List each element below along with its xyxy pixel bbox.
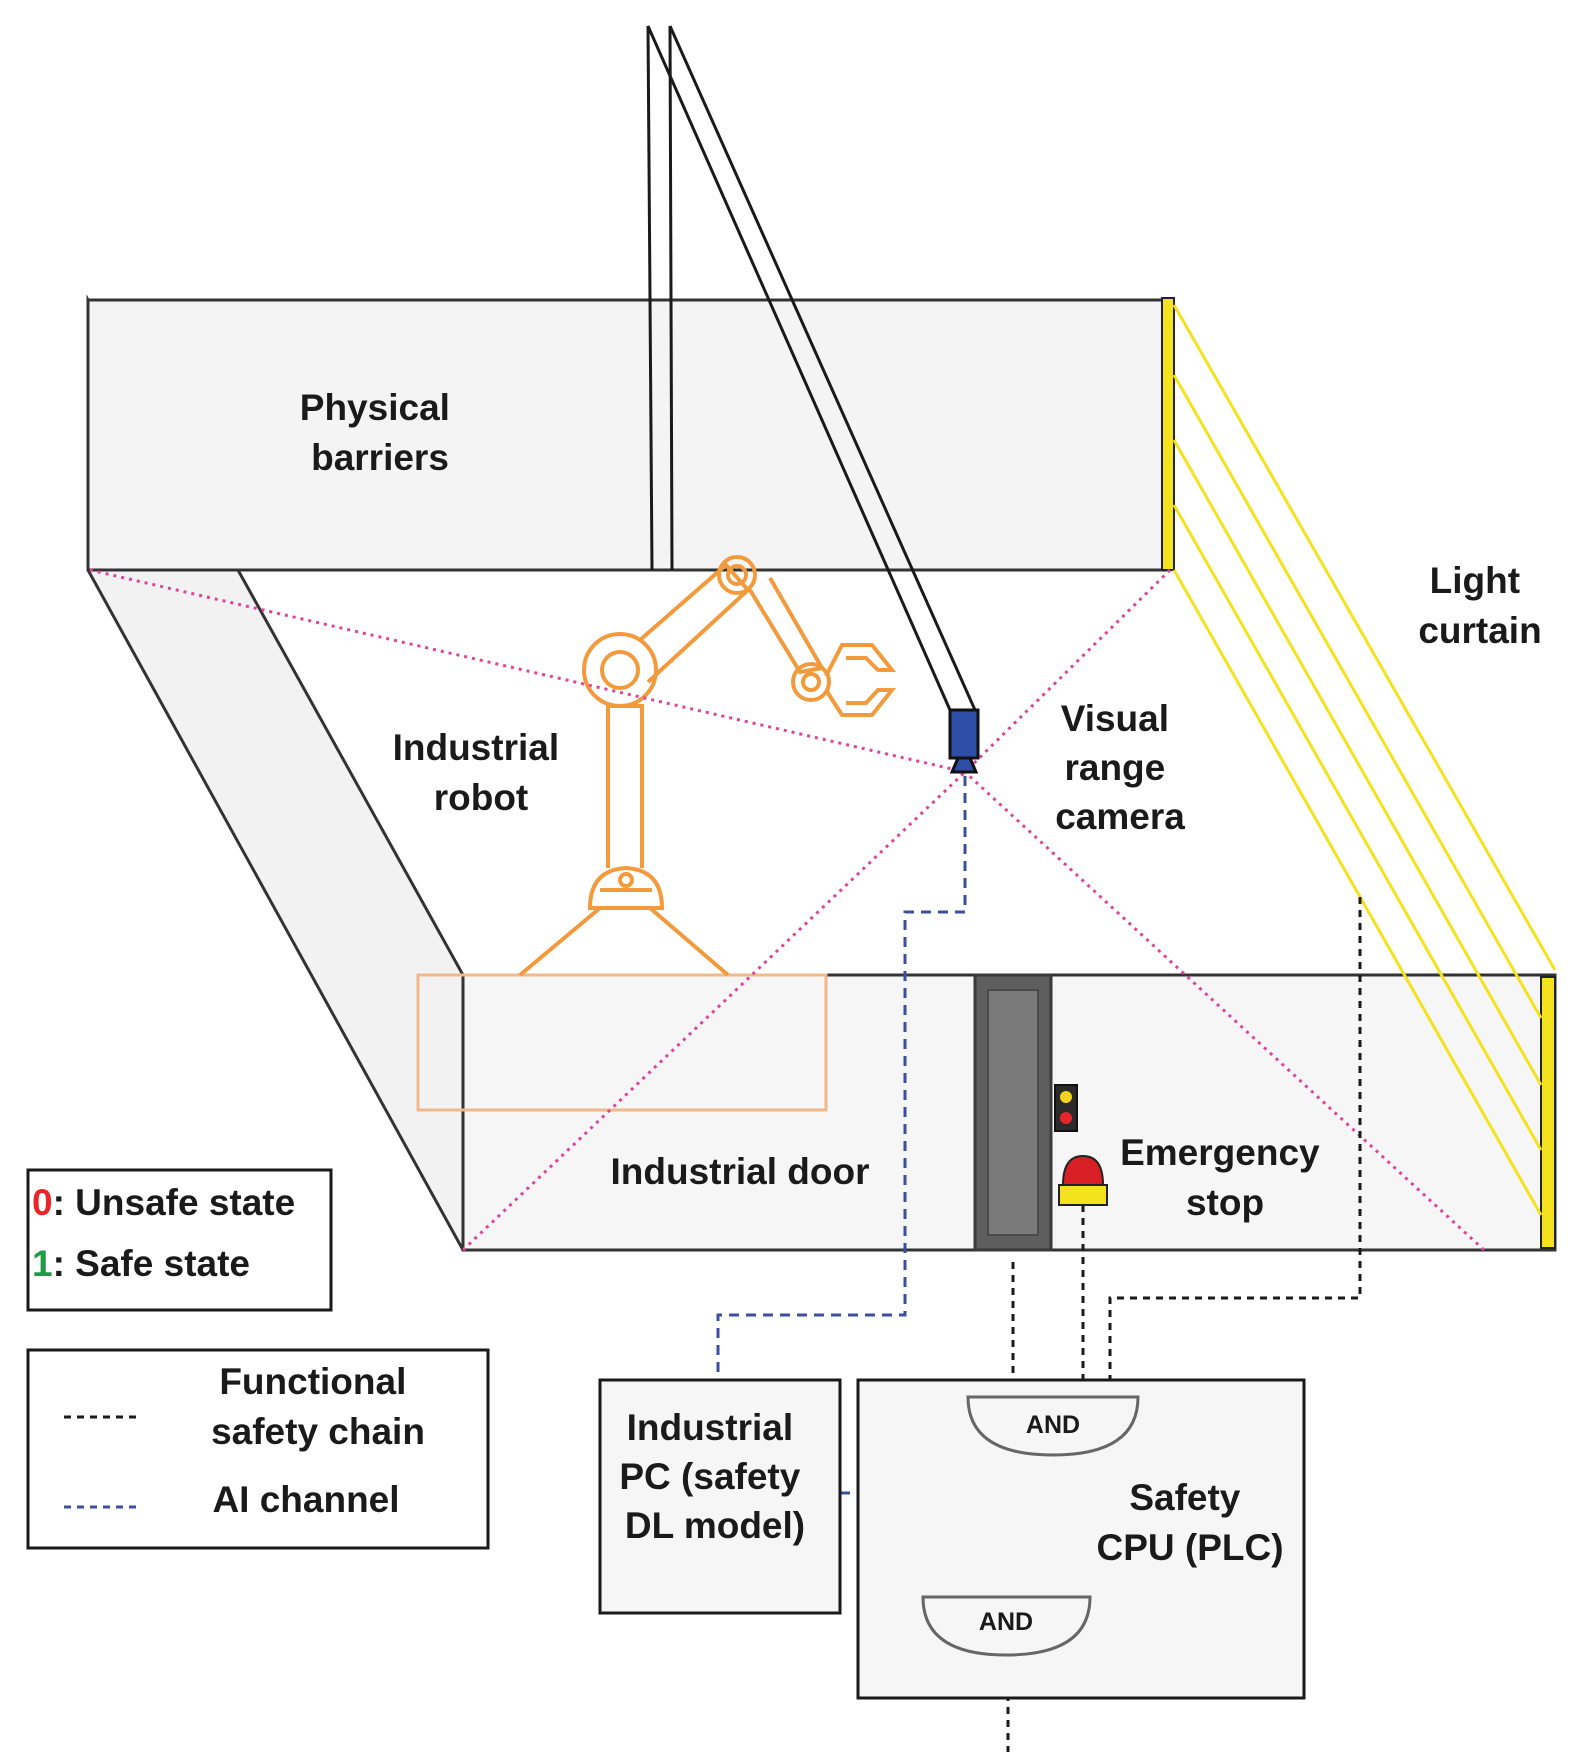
mount-arm-lower xyxy=(668,25,977,711)
robot-base-outline xyxy=(416,973,828,1112)
mount-pole-outer xyxy=(646,25,654,571)
camera-mount xyxy=(646,25,977,711)
light-curtain-receiver xyxy=(1540,976,1556,1249)
industrial-door-label: Industrial door xyxy=(611,1151,870,1192)
traffic-light-icon xyxy=(1054,1084,1078,1132)
industrial-pc-box xyxy=(598,1378,842,1615)
emergency-stop-label: Emergency stop xyxy=(1120,1132,1330,1223)
unsafe-state-legend: 0: Unsafe state xyxy=(32,1182,295,1223)
mount-arm-upper xyxy=(646,25,952,711)
and-gate-bottom xyxy=(921,1595,1092,1657)
mount-pole-inner xyxy=(668,25,674,571)
emergency-stop-icon xyxy=(1058,1154,1108,1206)
light-curtain-label: Light curtain xyxy=(1418,560,1541,651)
line-legend-box xyxy=(26,1348,490,1550)
back-barrier-panel xyxy=(86,298,1170,572)
safe-state-digit: 1 xyxy=(32,1243,53,1284)
enclosure xyxy=(86,294,1557,1252)
industrial-pc-label: Industrial PC (safety DL model) xyxy=(619,1407,810,1546)
and-gate-top xyxy=(966,1395,1140,1457)
and-gate-top-label: AND xyxy=(1026,1411,1080,1439)
light-curtain-beams xyxy=(1172,304,1557,1216)
safety-cpu-label: Safety CPU (PLC) xyxy=(1096,1477,1283,1568)
camera-field-of-view xyxy=(89,568,1486,1252)
light-curtain-emitter xyxy=(1161,297,1175,571)
industrial-robot-icon xyxy=(518,555,897,977)
unsafe-state-text: : Unsafe state xyxy=(53,1182,296,1223)
unsafe-state-digit: 0 xyxy=(32,1182,53,1223)
ai-channel-legend-label: AI channel xyxy=(212,1479,399,1520)
physical-barriers-label: Physical barriers xyxy=(300,387,460,478)
light-curtain xyxy=(1161,297,1557,1249)
functional-safety-chain-legend-label: Functional safety chain xyxy=(211,1361,425,1452)
industrial-robot-label: Industrial robot xyxy=(393,727,570,818)
visual-range-camera-label: Visual range camera xyxy=(1055,698,1185,837)
state-legend-box xyxy=(26,1168,333,1312)
safe-state-legend: 1: Safe state xyxy=(32,1243,250,1284)
camera-icon xyxy=(948,708,980,774)
and-gate-bottom-label: AND xyxy=(979,1608,1033,1636)
safe-state-text: : Safe state xyxy=(53,1243,250,1284)
industrial-door-icon xyxy=(973,973,1053,1252)
